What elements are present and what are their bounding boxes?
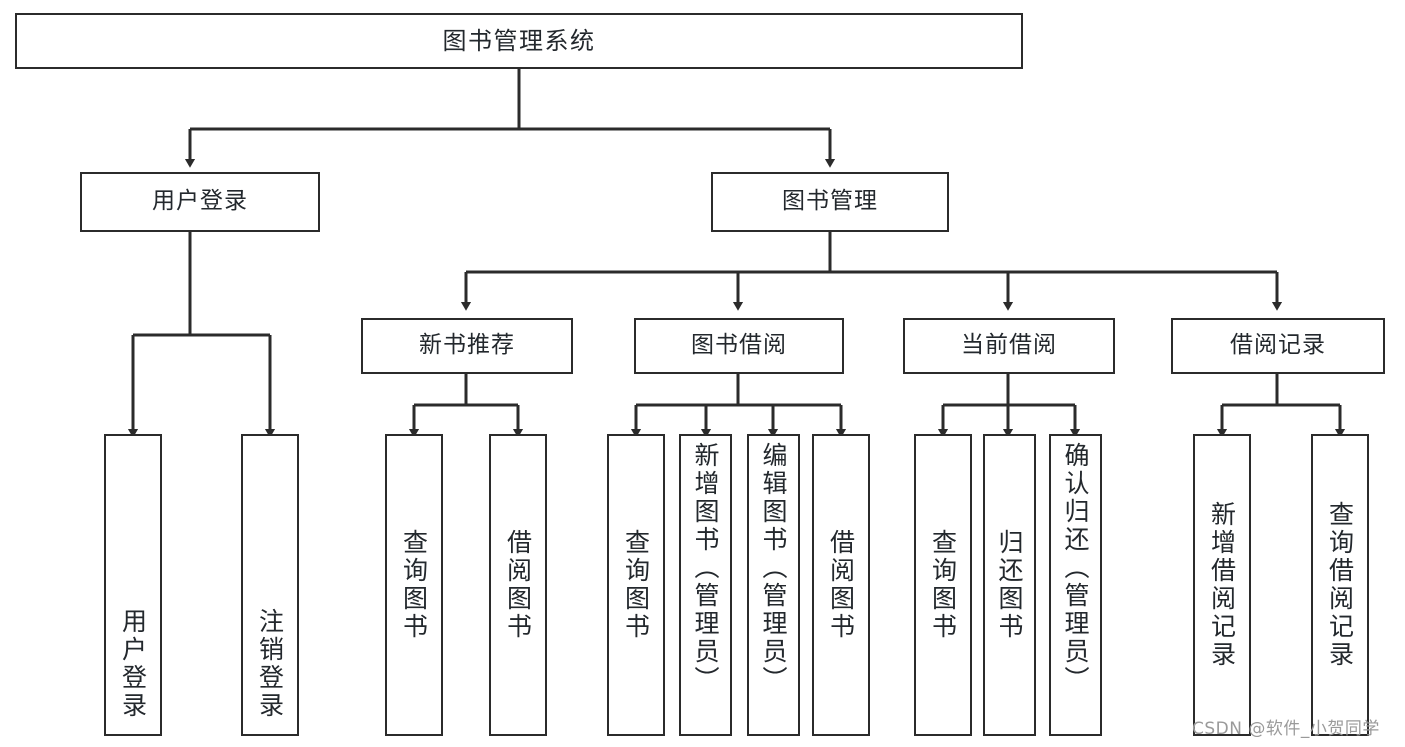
leaf-book-borrow-borrow[interactable]: 借阅图书 [812, 434, 870, 736]
leaf-new-book-query[interactable]: 查询图书 [385, 434, 443, 736]
node-book-management[interactable]: 图书管理 [711, 172, 949, 232]
csdn-watermark: CSDN @软件_小贺同学 [1192, 719, 1380, 739]
node-book-borrow[interactable]: 图书借阅 [634, 318, 844, 374]
leaf-user-login-logout[interactable]: 注销登录 [241, 434, 299, 736]
leaf-current-borrow-return[interactable]: 归还图书 [983, 434, 1036, 736]
node-label: 查询图书 [399, 529, 429, 641]
node-label: 用户登录 [118, 608, 148, 720]
node-label: 查询借阅记录 [1325, 501, 1355, 669]
node-user-login[interactable]: 用户登录 [80, 172, 320, 232]
leaf-new-book-borrow[interactable]: 借阅图书 [489, 434, 547, 736]
node-label: 确认归还（管理员） [1061, 442, 1090, 694]
node-label: 新增借阅记录 [1207, 501, 1237, 669]
node-label: 注销登录 [255, 608, 285, 720]
node-label: 借阅图书 [503, 529, 533, 641]
leaf-borrow-record-query[interactable]: 查询借阅记录 [1311, 434, 1369, 736]
node-label: 借阅记录 [1230, 332, 1326, 359]
node-label: 图书借阅 [691, 332, 787, 359]
node-root-book-management-system[interactable]: 图书管理系统 [15, 13, 1023, 69]
node-label: 查询图书 [928, 529, 958, 641]
leaf-borrow-record-add[interactable]: 新增借阅记录 [1193, 434, 1251, 736]
node-label: 新书推荐 [419, 332, 515, 359]
leaf-book-borrow-query[interactable]: 查询图书 [607, 434, 665, 736]
node-label: 图书管理系统 [442, 26, 596, 55]
node-label: 借阅图书 [826, 529, 856, 641]
node-label: 当前借阅 [961, 332, 1057, 359]
leaf-user-login-login[interactable]: 用户登录 [104, 434, 162, 736]
node-label: 新增图书（管理员） [691, 442, 720, 694]
node-label: 归还图书 [995, 529, 1024, 641]
node-current-borrow[interactable]: 当前借阅 [903, 318, 1115, 374]
node-label: 图书管理 [782, 188, 878, 215]
leaf-book-borrow-edit[interactable]: 编辑图书（管理员） [747, 434, 800, 736]
leaf-current-borrow-confirm-return[interactable]: 确认归还（管理员） [1049, 434, 1102, 736]
node-label: 查询图书 [621, 529, 651, 641]
node-label: 用户登录 [152, 188, 248, 215]
node-new-book-recommend[interactable]: 新书推荐 [361, 318, 573, 374]
node-borrow-record[interactable]: 借阅记录 [1171, 318, 1385, 374]
leaf-book-borrow-add[interactable]: 新增图书（管理员） [679, 434, 732, 736]
leaf-current-borrow-query[interactable]: 查询图书 [914, 434, 972, 736]
node-label: 编辑图书（管理员） [759, 442, 788, 694]
